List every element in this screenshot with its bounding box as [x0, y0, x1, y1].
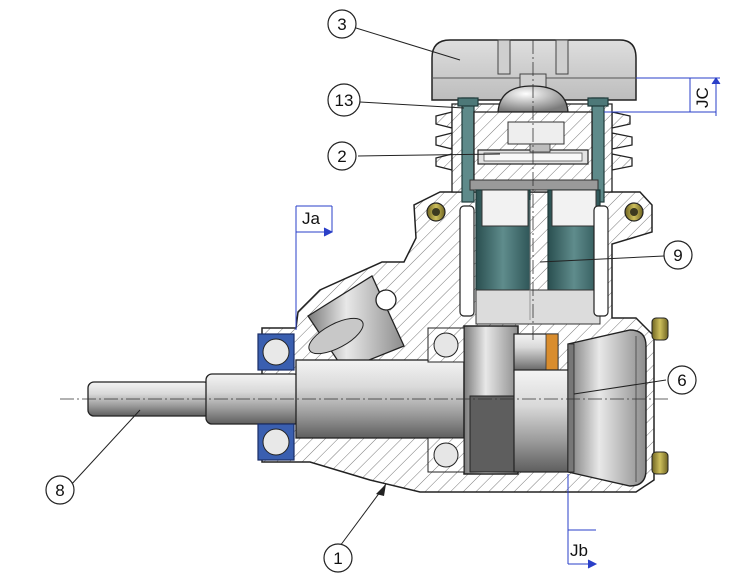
- dimension-jc-label: JC: [693, 87, 712, 108]
- liner-skirt-left: [459, 205, 475, 317]
- dimension-ja: [295, 205, 334, 330]
- svg-text:9: 9: [673, 246, 682, 265]
- callout-9: 9: [663, 240, 693, 270]
- callout-2: 2: [327, 141, 357, 171]
- callout-1: 1: [323, 543, 353, 573]
- svg-text:1: 1: [333, 549, 342, 568]
- front-ball-bearing: [257, 333, 295, 461]
- head-bolts: [426, 202, 644, 222]
- svg-text:6: 6: [677, 371, 686, 390]
- glow-plug-dome: [497, 85, 569, 113]
- svg-text:13: 13: [335, 91, 354, 110]
- backplate: [567, 329, 647, 487]
- cylinder-head: [431, 39, 637, 101]
- dimension-jb-label: Jb: [570, 541, 588, 560]
- dimension-jc: [604, 77, 721, 116]
- callout-1-arrow: [376, 484, 386, 496]
- dimension-jb: [567, 474, 598, 569]
- callout-13: 13: [327, 83, 361, 117]
- rear-ball-bearing: [427, 327, 465, 473]
- callout-8: 8: [45, 475, 75, 505]
- liner-skirt-right: [593, 205, 609, 317]
- intake-tube: [307, 275, 405, 371]
- callout-6: 6: [667, 365, 697, 395]
- cylinder-liner: [457, 97, 609, 203]
- callout-3: 3: [327, 9, 357, 39]
- svg-text:8: 8: [55, 481, 64, 500]
- centerlines: [60, 40, 668, 400]
- svg-text:3: 3: [337, 15, 346, 34]
- connecting-rod: [469, 179, 601, 325]
- backplate-screws: [651, 317, 669, 475]
- svg-text:2: 2: [337, 147, 346, 166]
- dimension-ja-label: Ja: [302, 209, 321, 228]
